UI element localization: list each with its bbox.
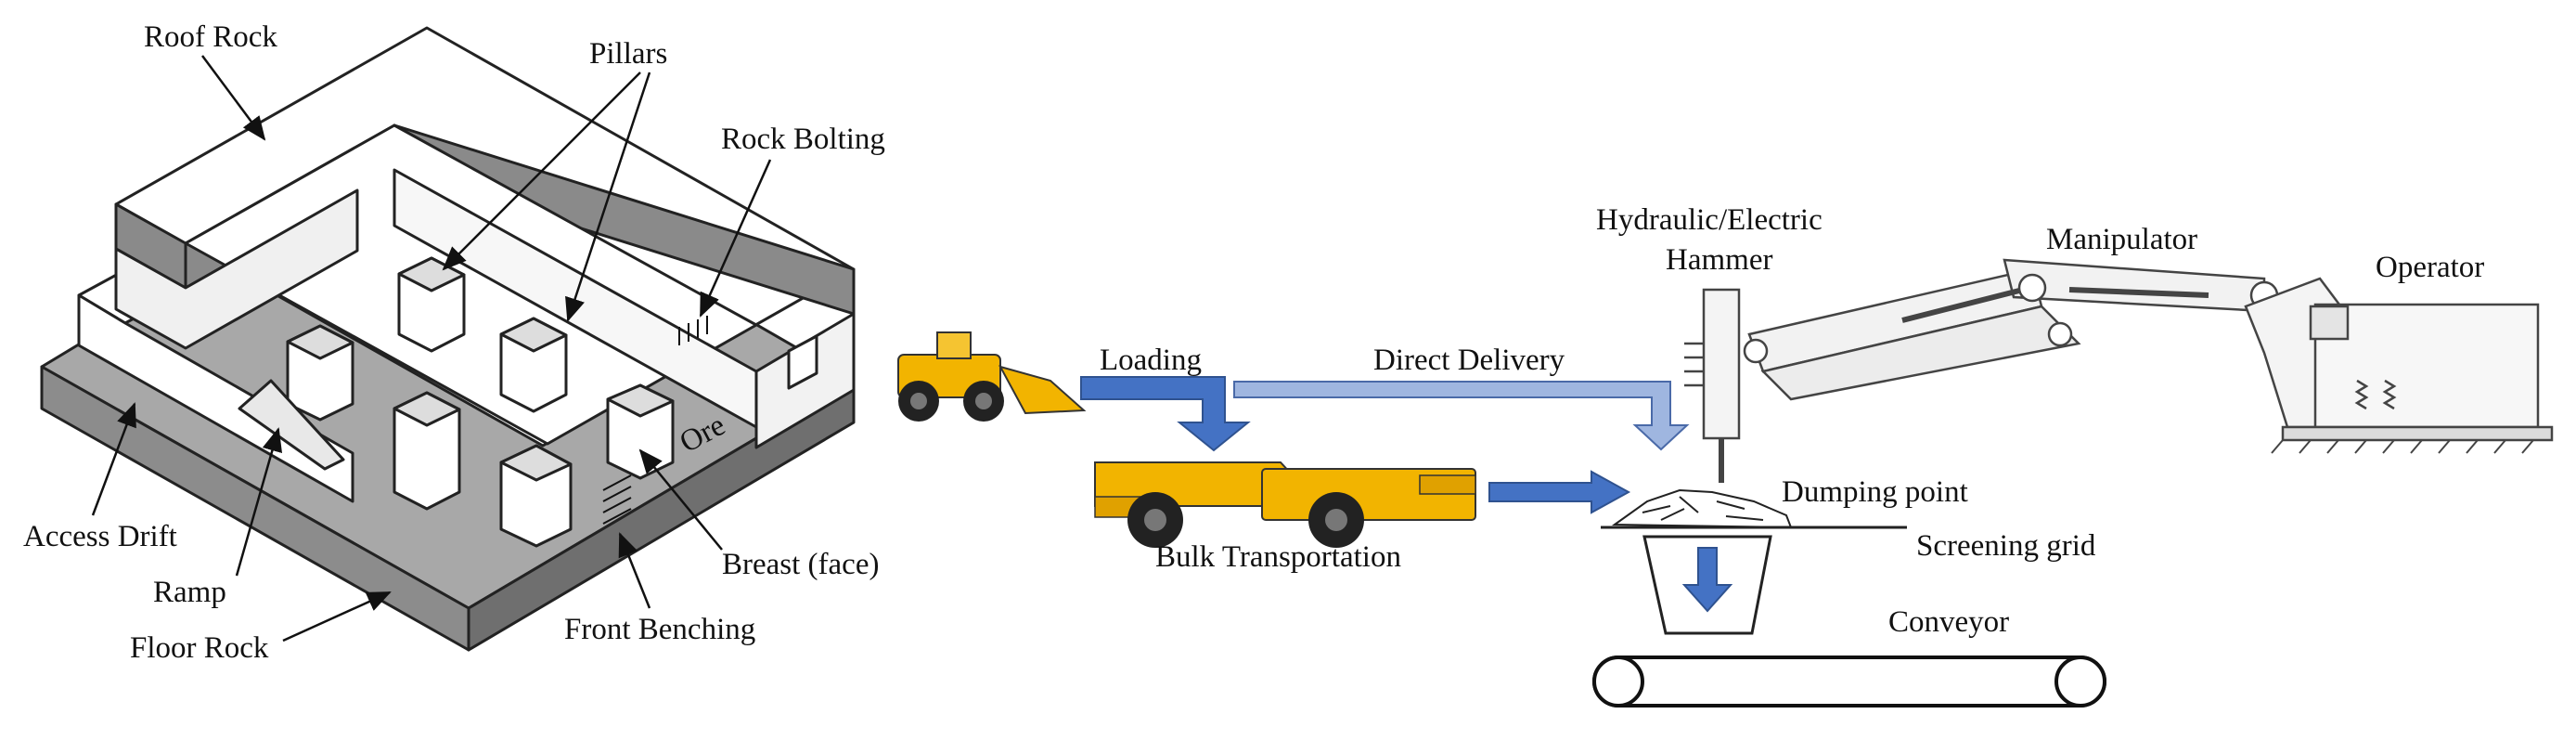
label-roof-rock: Roof Rock [144, 20, 277, 54]
pillar-3 [286, 324, 354, 422]
right-wall-opening [787, 334, 818, 390]
conveyor-belt [1592, 656, 2106, 708]
pillar-4 [393, 391, 461, 511]
label-rock-bolting: Rock Bolting [721, 123, 885, 156]
label-dumping-point: Dumping point [1782, 475, 1968, 509]
hammer-body [1702, 288, 1741, 440]
label-operator: Operator [2376, 251, 2484, 284]
loading-arrow [1080, 376, 1251, 452]
lower-bench-front [77, 293, 354, 503]
rock-pile [1611, 488, 1793, 529]
label-floor-rock: Floor Rock [130, 631, 269, 665]
hopper-down-arrow [1681, 547, 1733, 613]
label-bulk-transportation: Bulk Transportation [1155, 540, 1401, 574]
label-ramp: Ramp [153, 576, 226, 609]
label-conveyor: Conveyor [1888, 605, 2009, 639]
rockbreaker-machine [1684, 258, 2554, 483]
label-loading: Loading [1100, 344, 1202, 377]
label-manipulator: Manipulator [2046, 223, 2197, 256]
rockbreaker-base [2313, 303, 2540, 429]
ramp [238, 379, 345, 471]
ground-hatch [2271, 439, 2534, 454]
label-hammer-line2: Hammer [1666, 243, 1772, 277]
manipulator-boom-3 [1760, 305, 2081, 401]
label-front-benching: Front Benching [564, 613, 755, 646]
label-screening-grid: Screening grid [1916, 529, 2096, 563]
pillar-2 [499, 317, 568, 413]
direct-delivery-arrow [1233, 381, 1690, 451]
haul-truck-vehicle [1094, 461, 1476, 548]
back-wall-left [114, 188, 359, 350]
bulk-transport-arrow [1488, 470, 1631, 514]
label-direct-delivery: Direct Delivery [1373, 344, 1565, 377]
label-access-drift: Access Drift [23, 520, 177, 553]
rock-bolt-marks [678, 316, 708, 345]
label-pillars: Pillars [589, 37, 667, 71]
roof-inner-top [184, 123, 758, 446]
pillar-5 [499, 444, 573, 548]
label-breast-face: Breast (face) [722, 548, 879, 581]
label-hammer-line1: Hydraulic/Electric [1596, 203, 1823, 237]
label-leaders [91, 55, 772, 643]
pillar-6 [606, 383, 675, 480]
pillar-1 [397, 256, 466, 353]
loader-vehicle [897, 331, 1087, 422]
front-bench-marks [602, 474, 632, 525]
